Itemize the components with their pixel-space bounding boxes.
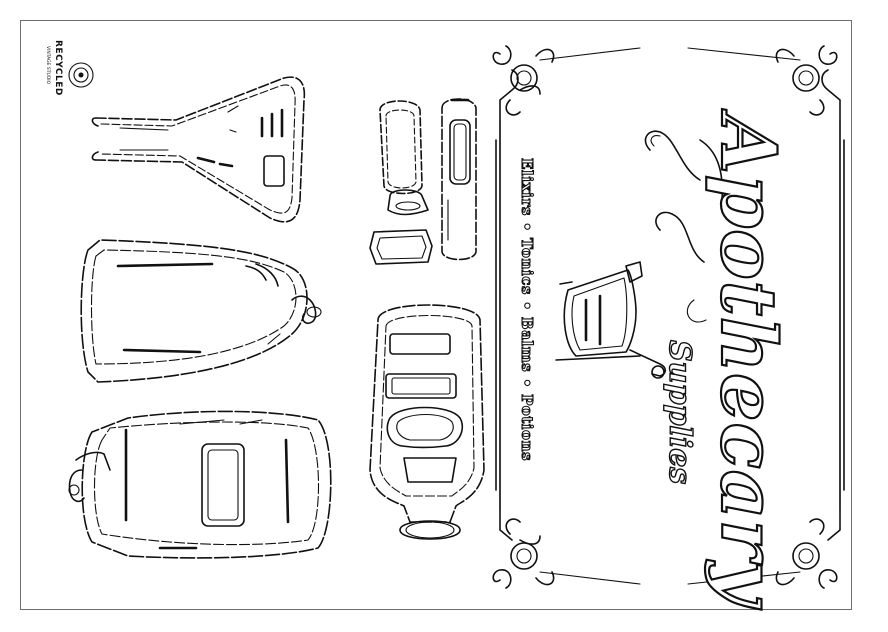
flourish-swirls — [644, 130, 724, 323]
corner-ornament-bottom-right — [775, 518, 838, 589]
sign-tagline: Elixirs • Tonics • Balms • Potions — [518, 158, 536, 461]
lidded-jar-icon — [68, 410, 332, 559]
corner-ornament-top-left — [492, 45, 555, 116]
sign-title-group: Apothecary — [703, 108, 794, 611]
sign-frame — [495, 47, 845, 585]
logo-brand-text: RECYCLED — [53, 40, 63, 96]
sign-subtitle-group: Supplies — [661, 339, 697, 485]
round-jar-icon — [80, 239, 322, 383]
labeled-bottle-icon — [369, 304, 485, 540]
corner-ornament-top-right — [775, 45, 838, 116]
test-tube-icon — [379, 100, 429, 216]
sign-tagline-group: Elixirs • Tonics • Balms • Potions — [517, 157, 536, 461]
sign-title: Apothecary — [704, 109, 793, 610]
logo-sub-text: VINTAGE STUDIO — [45, 46, 51, 85]
sign-subtitle: Supplies — [662, 340, 697, 484]
mortar-and-pestle-icon — [555, 261, 667, 379]
corner-ornament-bottom-left — [492, 518, 555, 589]
label-tag-icon — [369, 229, 433, 265]
brand-logo: RECYCLED VINTAGE STUDIO — [45, 40, 94, 96]
stencil-sheet — [20, 20, 852, 610]
tall-vial-icon — [441, 98, 477, 261]
erlenmeyer-flask-icon — [91, 76, 306, 223]
